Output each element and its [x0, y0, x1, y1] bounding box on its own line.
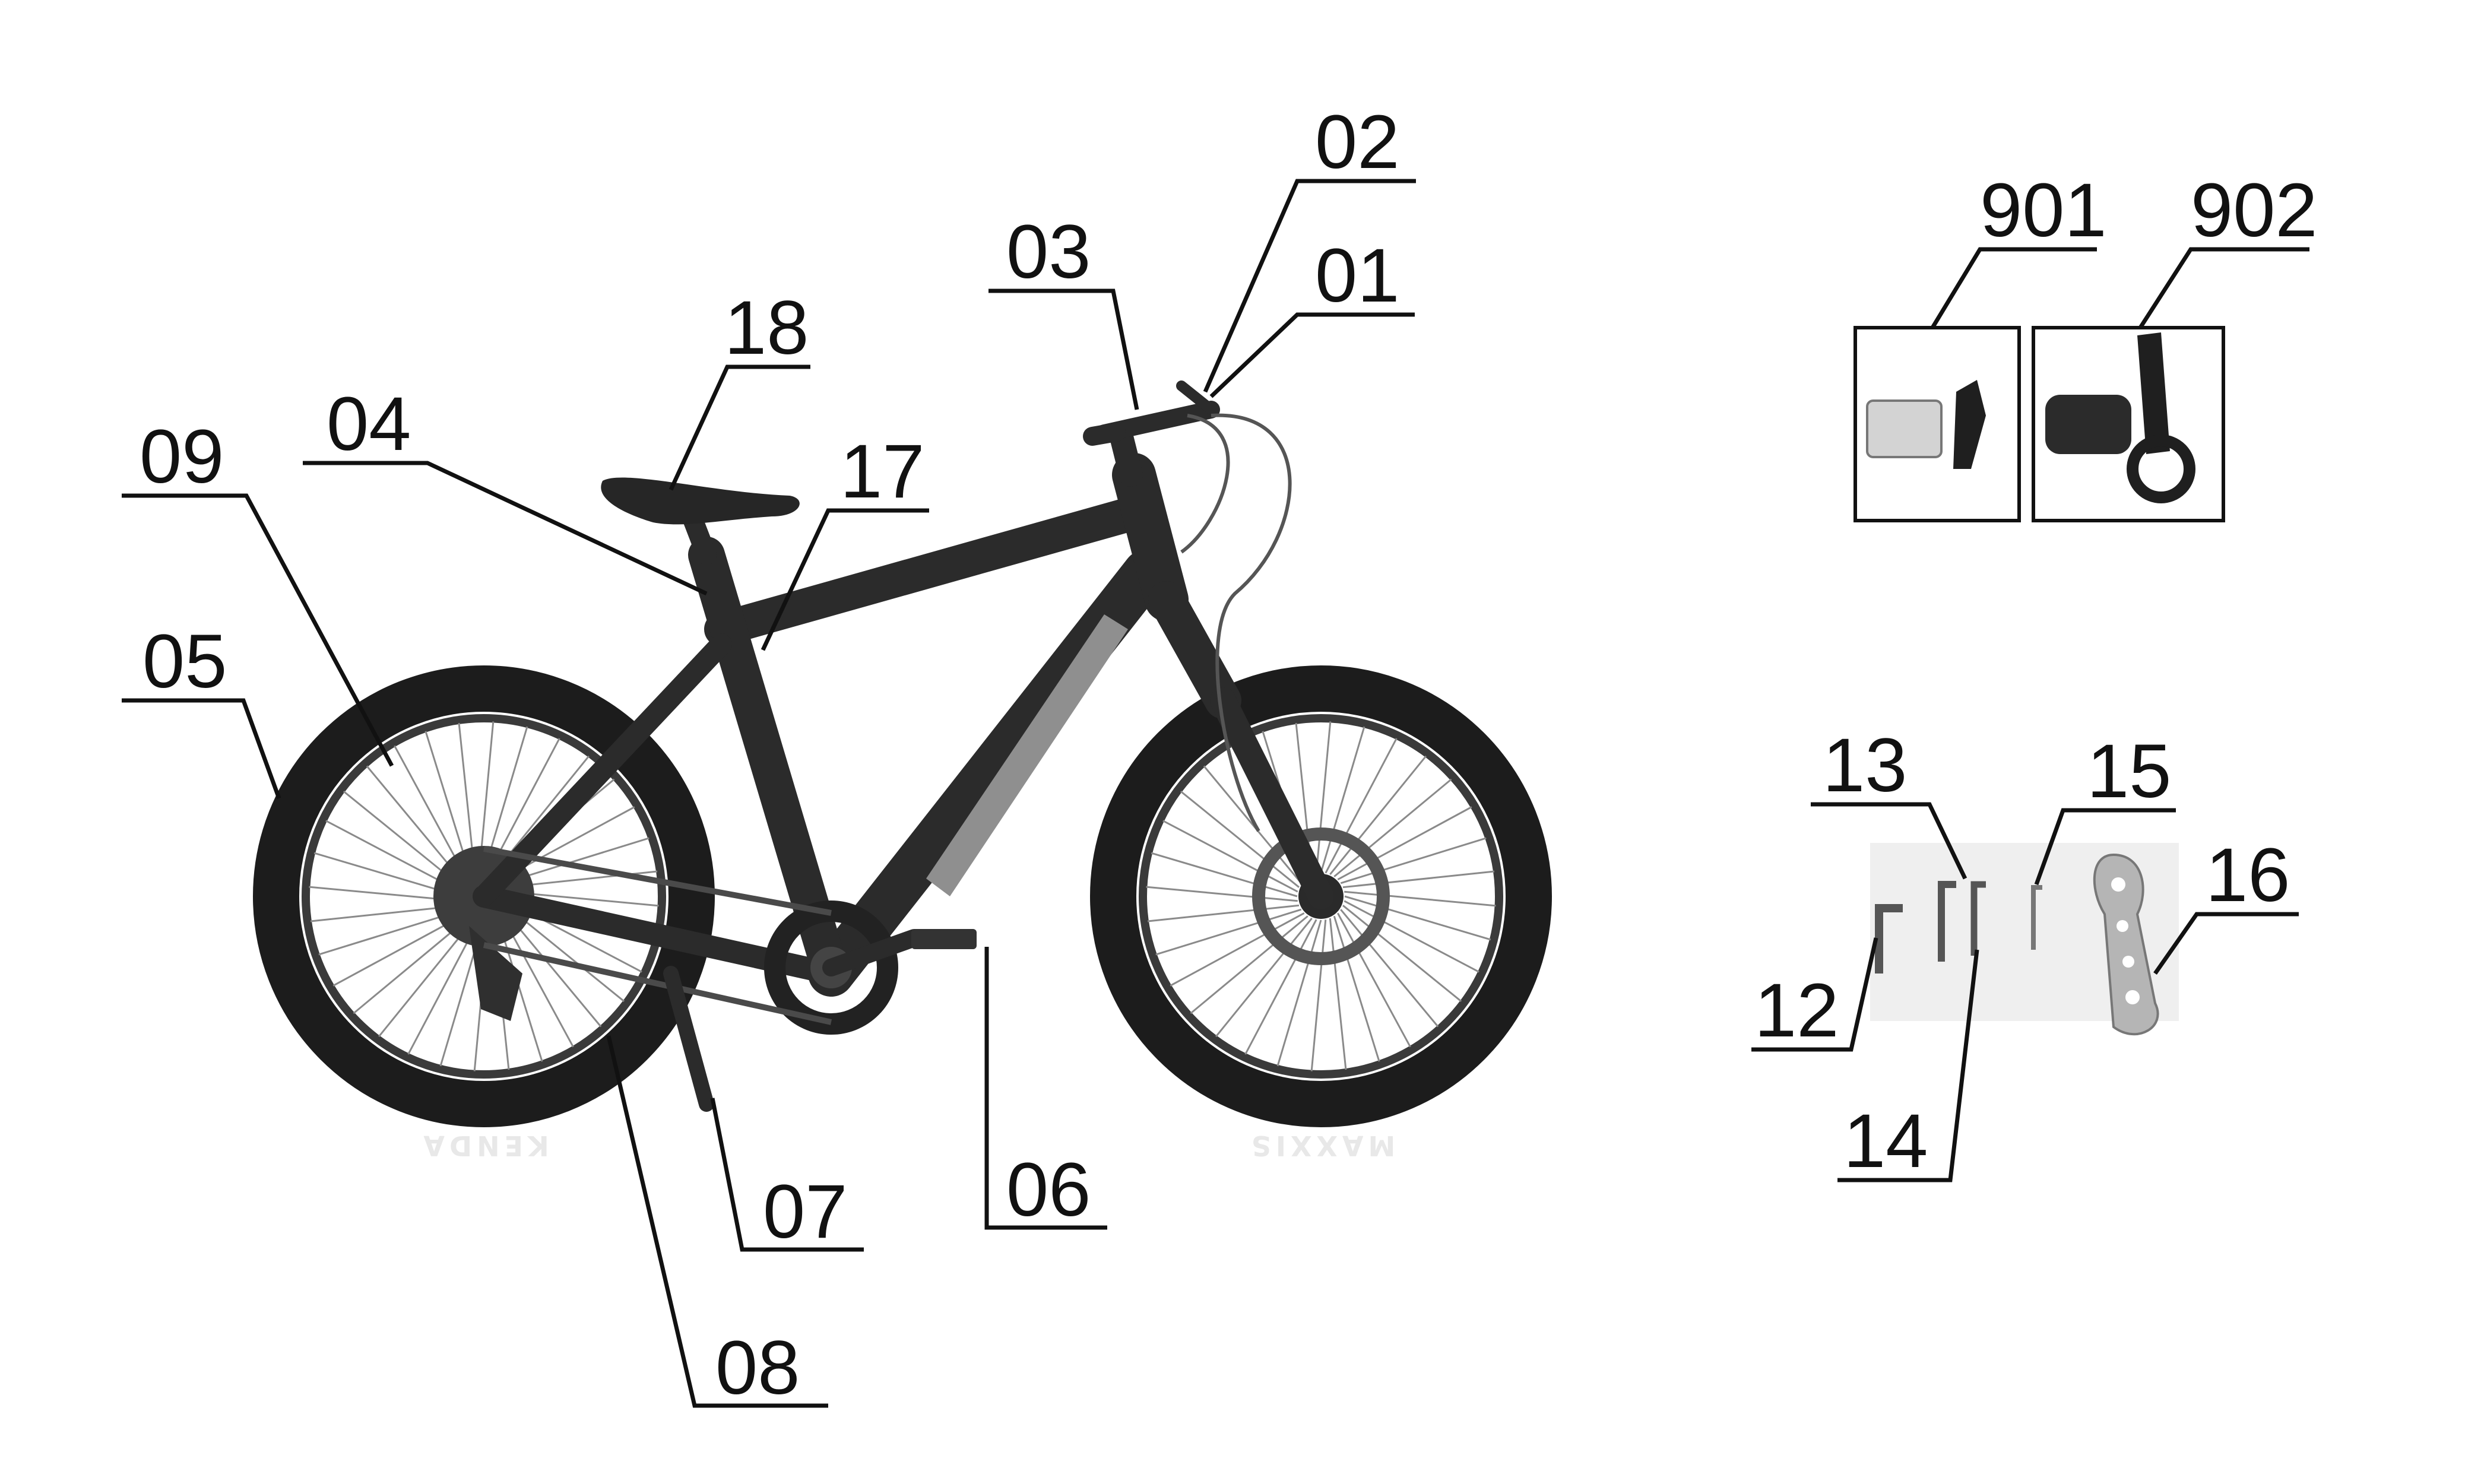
callout-number: 902: [2191, 168, 2318, 253]
callout-layer: 01 02 03 04 05 06 07: [122, 100, 2318, 1410]
brake-cable: [1211, 413, 1292, 832]
callout-15: 15: [2034, 729, 2176, 886]
callout-04: 04: [303, 382, 708, 596]
wheel-spoke: [1342, 905, 1462, 1002]
wheel-spoke: [1336, 912, 1411, 1048]
hex-key-icon: [1875, 904, 1903, 974]
bike-frame: [473, 453, 1334, 997]
bicycle-icon: KENDA MAXXIS: [253, 380, 1552, 1162]
wheel-spoke: [1244, 919, 1317, 1055]
wheel-spoke: [1276, 919, 1322, 1067]
saddle: [601, 477, 800, 525]
callout-number: 02: [1315, 100, 1399, 185]
wheel-spoke: [1146, 886, 1298, 902]
callout-number: 15: [2087, 729, 2171, 814]
callout-number: 13: [1823, 723, 1907, 808]
front-wheel: MAXXIS: [1090, 665, 1552, 1162]
callout-05: 05: [122, 619, 281, 800]
wheel-spoke: [1340, 909, 1439, 1028]
callout-03: 03: [988, 210, 1139, 410]
wheel-spoke: [1329, 755, 1427, 875]
callout-number: 17: [840, 429, 924, 514]
callout-number: 03: [1006, 210, 1091, 294]
hex-key-icon: [2031, 885, 2042, 950]
callout-number: 16: [2206, 833, 2290, 918]
front-disc-rotor: [1252, 827, 1390, 965]
callout-number: 901: [1980, 168, 2107, 253]
callout-number: 12: [1754, 968, 1839, 1053]
rear-derailleur: [469, 926, 522, 1021]
callout-number: 18: [724, 286, 809, 370]
reflector-902-panel: [2032, 326, 2225, 522]
callout-16: 16: [2153, 833, 2299, 975]
callout-09: 09: [122, 414, 394, 767]
wheel-spoke: [1320, 726, 1365, 873]
reflector-bracket-icon: [2045, 332, 2195, 503]
callout-number: 08: [715, 1326, 800, 1410]
wheel-spoke: [1329, 918, 1347, 1070]
wheel-spoke: [1333, 915, 1380, 1062]
brake-lever: [1176, 380, 1216, 415]
wheel-spoke: [1325, 738, 1398, 874]
callout-01: 01: [1209, 233, 1415, 398]
tool-set: [1870, 843, 2179, 1036]
wheel-spoke: [1147, 904, 1300, 922]
callout-14: 14: [1837, 949, 1979, 1184]
wheel-spoke: [1333, 778, 1452, 877]
chain: [483, 846, 832, 1025]
callout-18: 18: [668, 286, 810, 491]
wheel-spoke: [1170, 912, 1305, 987]
wheel-spoke: [1344, 890, 1496, 907]
wheel-spoke: [1315, 721, 1332, 873]
callout-number: 06: [1006, 1147, 1091, 1232]
wheel-spoke: [1342, 870, 1495, 889]
reflector-icon: [1866, 380, 1986, 469]
callout-number: 01: [1315, 233, 1399, 318]
wheel-spoke: [1310, 919, 1327, 1071]
callout-06: 06: [984, 947, 1107, 1232]
callout-07: 07: [710, 1098, 864, 1254]
callout-number: 04: [327, 382, 411, 467]
wheel-spoke: [1203, 765, 1302, 884]
callout-02: 02: [1203, 100, 1416, 393]
reflector-901-panel: [1854, 326, 2021, 522]
callout-902: 902: [2138, 168, 2318, 329]
callout-12: 12: [1751, 937, 1878, 1053]
wheel-spoke: [1151, 852, 1298, 898]
callout-number: 07: [763, 1169, 847, 1254]
pedal: [911, 929, 977, 949]
wheel-spoke: [1337, 806, 1472, 881]
wheel-spoke: [1180, 791, 1300, 888]
wheel-spoke: [1162, 820, 1298, 893]
hex-key-icon: [1970, 881, 1986, 956]
front-tire-brand: MAXXIS: [1247, 1130, 1396, 1162]
callout-number: 09: [140, 414, 224, 499]
wheel-spoke: [1340, 837, 1487, 884]
wheel-spoke: [1190, 915, 1308, 1014]
hex-key-icon: [1938, 881, 1956, 962]
callout-901: 901: [1931, 168, 2107, 329]
callout-17: 17: [761, 429, 929, 651]
wheel-spoke: [1155, 908, 1302, 956]
wheel-spoke: [1344, 900, 1479, 973]
wheel-spoke: [1344, 895, 1491, 941]
callout-number: 14: [1843, 1099, 1928, 1184]
rear-tire-brand: KENDA: [419, 1130, 549, 1162]
callout-13: 13: [1811, 723, 1967, 880]
wheel-spoke: [1215, 918, 1313, 1038]
kickstand: [663, 966, 714, 1112]
callout-08: 08: [606, 1035, 828, 1410]
multi-wrench-icon: [2093, 853, 2159, 1036]
callout-number: 05: [142, 619, 227, 704]
